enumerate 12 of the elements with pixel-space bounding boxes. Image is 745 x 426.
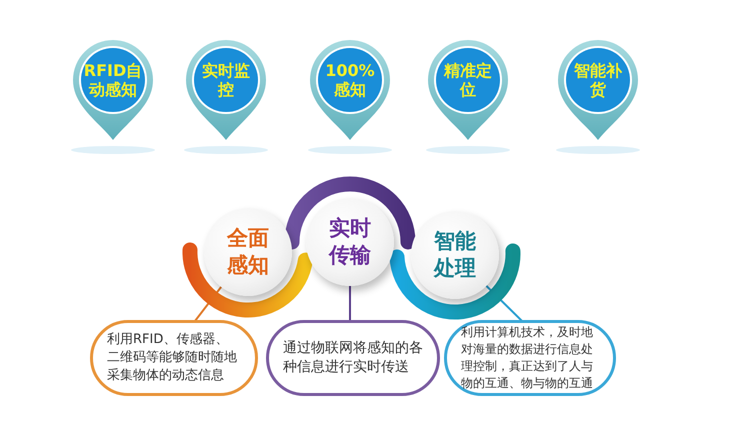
connector-line (349, 286, 351, 321)
pin-label: 100%感知 (324, 61, 376, 99)
circle-badge: 智能处理 (411, 211, 499, 299)
pin-label: 精准定位 (442, 61, 493, 99)
circle-badge: 全面感知 (204, 208, 292, 296)
pin-label: RFID自动感知 (82, 61, 144, 99)
text-pill: 利用计算机技术，及时地对海量的数据进行信息处理控制，真正达到了人与物的互通、物与物的互通 (444, 320, 616, 396)
text-pill: 通过物联网将感知的各种信息进行实时传送 (266, 320, 440, 396)
pin-label: 实时监控 (201, 61, 251, 99)
pin-label: 智能补货 (572, 61, 624, 99)
text-pill: 利用RFID、传感器、二维码等能够随时随地采集物体的动态信息 (90, 320, 258, 396)
circle-badge: 实时传输 (306, 198, 394, 286)
